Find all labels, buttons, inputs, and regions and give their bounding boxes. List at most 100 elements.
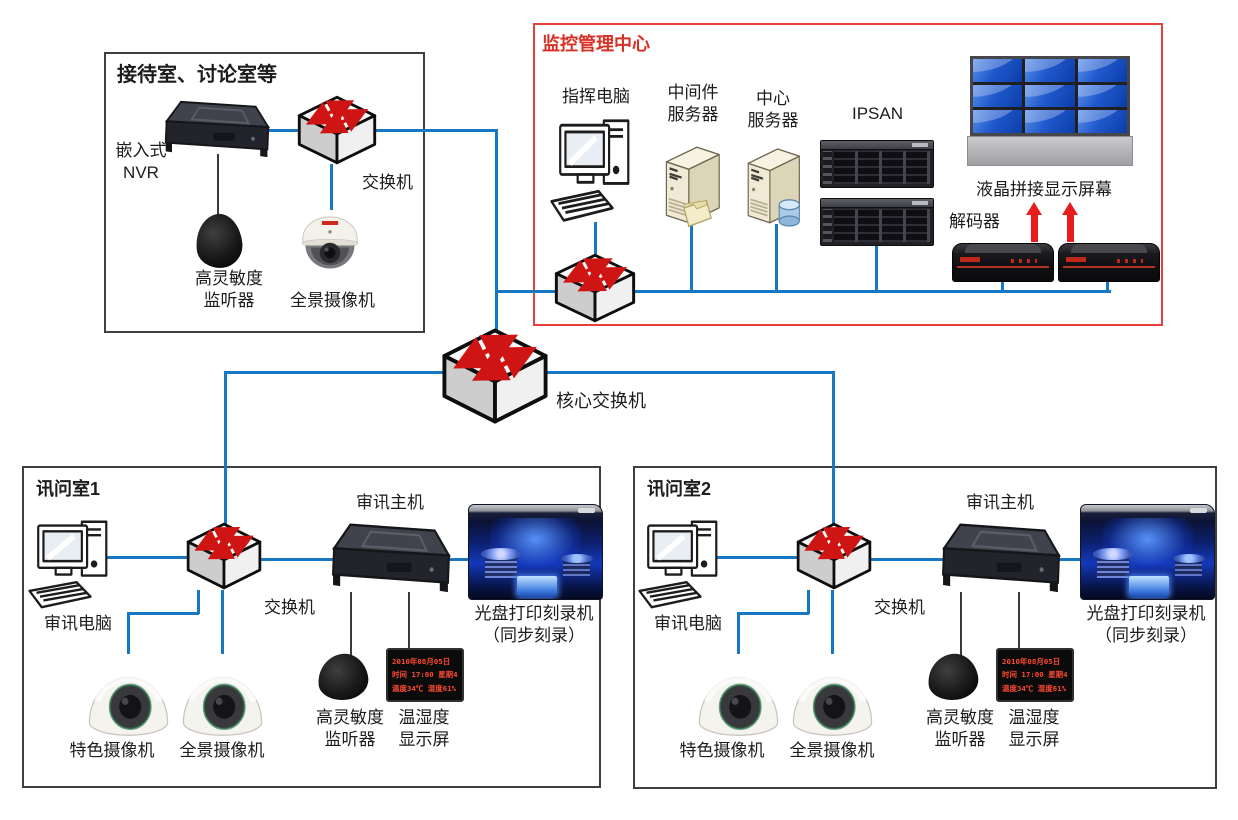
panoramic-camera-label: 全景摄像机 bbox=[789, 741, 875, 760]
feature-camera-icon bbox=[86, 650, 171, 738]
feature-camera-label: 特色摄像机 bbox=[69, 741, 155, 760]
ipsan-storage-icon bbox=[820, 140, 934, 188]
switch-icon bbox=[185, 521, 263, 591]
up-arrow-icon bbox=[1062, 202, 1078, 242]
switch-label: 交换机 bbox=[362, 173, 413, 192]
connection-line bbox=[831, 590, 834, 654]
ipsan-top-panel bbox=[821, 199, 933, 208]
decoder-label: 解码器 bbox=[949, 212, 1000, 231]
central-server-label: 中心 服务器 bbox=[747, 89, 799, 130]
video-wall-screens bbox=[970, 56, 1130, 136]
connection-line bbox=[737, 612, 809, 615]
listener-label: 高灵敏度 监听器 bbox=[316, 708, 384, 749]
reception-zone-box bbox=[104, 52, 425, 333]
interrogation-pc-icon bbox=[636, 516, 732, 612]
video-wall-base bbox=[967, 136, 1133, 166]
core-switch-icon bbox=[440, 326, 550, 426]
room2-zone-box bbox=[633, 466, 1217, 789]
connection-line bbox=[1106, 280, 1109, 292]
video-wall-icon bbox=[966, 56, 1134, 166]
connection-line bbox=[737, 612, 740, 654]
room1-zone-box bbox=[22, 466, 601, 788]
interrogation-host-label: 审讯主机 bbox=[966, 493, 1034, 512]
connection-line bbox=[330, 164, 333, 210]
central-server-icon bbox=[742, 140, 804, 230]
interrogation-host-label: 审讯主机 bbox=[356, 493, 424, 512]
panoramic-camera-label: 全景摄像机 bbox=[179, 741, 265, 760]
connection-line bbox=[547, 371, 835, 374]
connection-line bbox=[875, 242, 878, 292]
connection-line bbox=[635, 290, 1111, 293]
interrogation-host-icon bbox=[940, 520, 1062, 598]
connection-line bbox=[495, 129, 498, 334]
switch-label: 交换机 bbox=[874, 598, 925, 617]
connection-line bbox=[775, 224, 778, 292]
connection-line bbox=[1001, 280, 1004, 292]
interrogation-host-icon bbox=[330, 520, 452, 598]
connection-line bbox=[266, 129, 298, 132]
ipsan-logo bbox=[912, 143, 928, 147]
feature-camera-icon bbox=[696, 650, 781, 738]
room1-title: 讯问室1 bbox=[36, 479, 101, 499]
audio-cable-line bbox=[217, 154, 219, 216]
control-center-title: 监控管理中心 bbox=[542, 34, 650, 54]
disc-printer-label: 光盘打印刻录机 （同步刻录） bbox=[474, 604, 594, 645]
ipsan-rail bbox=[823, 151, 832, 184]
temp-humidity-display: 2010年08月05日 时间 17:00 星期4 温度34℃ 湿度61% bbox=[996, 648, 1074, 702]
connection-line bbox=[221, 590, 224, 654]
ipsan-storage-icon bbox=[820, 198, 934, 246]
reception-zone-title: 接待室、讨论室等 bbox=[117, 64, 277, 86]
video-wall-label: 液晶拼接显示屏幕 bbox=[976, 180, 1112, 199]
connection-line bbox=[690, 224, 693, 292]
connection-line bbox=[497, 290, 555, 293]
middleware-server-label: 中间件 服务器 bbox=[667, 83, 719, 124]
nvr-label: 嵌入式 NVR bbox=[115, 141, 167, 182]
nvr-icon bbox=[163, 98, 271, 162]
interrogation-pc-label: 审讯电脑 bbox=[44, 614, 112, 633]
temp-humidity-display: 2010年08月05日 时间 17:00 星期4 温度34℃ 湿度61% bbox=[386, 648, 464, 702]
connection-line bbox=[376, 129, 498, 132]
command-pc-label: 指挥电脑 bbox=[562, 87, 630, 106]
ipsan-drive-bays bbox=[834, 151, 930, 184]
feature-camera-label: 特色摄像机 bbox=[679, 741, 765, 760]
connection-line bbox=[594, 222, 597, 256]
panoramic-camera-icon bbox=[790, 650, 875, 738]
audio-cable-line bbox=[960, 592, 962, 656]
switch-icon bbox=[296, 94, 378, 166]
interrogation-pc-icon bbox=[26, 516, 122, 612]
audio-cable-line bbox=[350, 592, 352, 656]
connection-line bbox=[224, 371, 227, 526]
connection-line bbox=[127, 612, 199, 615]
decoder-icon bbox=[952, 243, 1054, 282]
listener-label: 高灵敏度 监听器 bbox=[195, 269, 263, 310]
panoramic-camera-label: 全景摄像机 bbox=[290, 291, 375, 310]
core-switch-label: 核心交换机 bbox=[556, 391, 646, 411]
middleware-server-icon bbox=[660, 138, 724, 230]
connection-line bbox=[127, 612, 130, 654]
ipsan-top-panel bbox=[821, 141, 933, 150]
ipsan-logo bbox=[912, 201, 928, 205]
display-cable-line bbox=[1018, 592, 1020, 650]
temp-display-label: 温湿度 显示屏 bbox=[398, 708, 450, 749]
switch-icon bbox=[795, 521, 873, 591]
connection-line bbox=[832, 371, 835, 526]
temp-display-label: 温湿度 显示屏 bbox=[1008, 708, 1060, 749]
connection-line bbox=[102, 556, 188, 559]
switch-icon bbox=[553, 252, 637, 324]
connection-line bbox=[225, 371, 445, 374]
disc-printer-label: 光盘打印刻录机 （同步刻录） bbox=[1086, 604, 1206, 645]
interrogation-pc-label: 审讯电脑 bbox=[654, 614, 722, 633]
disc-printer-icon bbox=[468, 504, 603, 600]
switch-label: 交换机 bbox=[264, 598, 315, 617]
ipsan-drive-bays bbox=[834, 209, 930, 242]
display-cable-line bbox=[408, 592, 410, 650]
connection-line bbox=[807, 590, 810, 614]
connection-line bbox=[197, 590, 200, 614]
decoder-icon bbox=[1058, 243, 1160, 282]
panoramic-camera-icon bbox=[180, 650, 265, 738]
control-center-zone-box bbox=[533, 23, 1163, 326]
panoramic-camera-icon bbox=[296, 206, 364, 274]
disc-printer-icon bbox=[1080, 504, 1215, 600]
connection-line bbox=[712, 556, 798, 559]
